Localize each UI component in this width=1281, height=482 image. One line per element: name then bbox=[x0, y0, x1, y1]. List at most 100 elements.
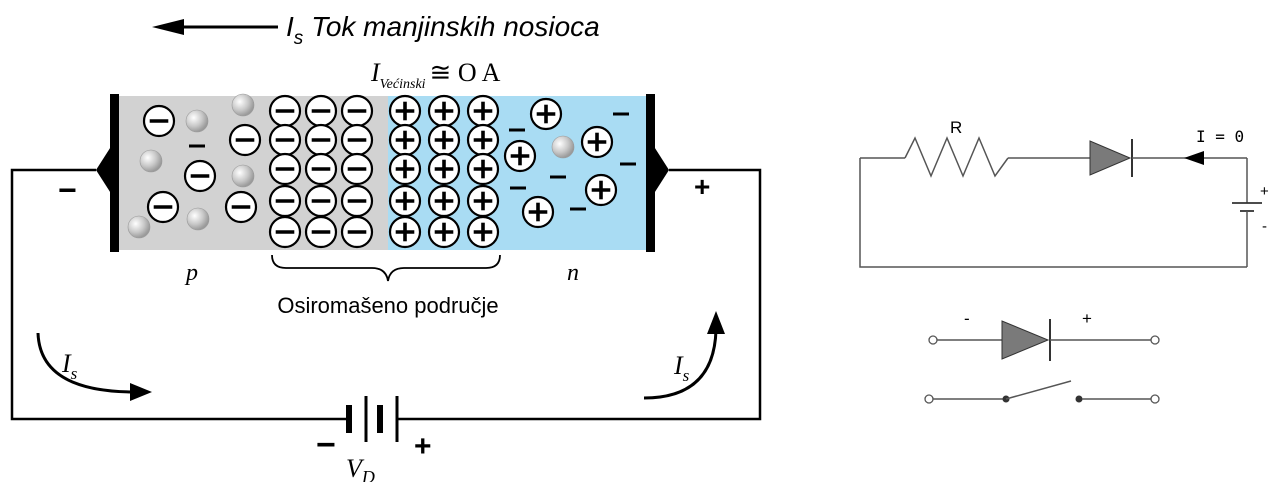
reverse-bias-circuit: R I = 0 + - - + bbox=[859, 118, 1269, 404]
battery-vd: − + VD bbox=[316, 396, 432, 482]
positive-ion bbox=[388, 94, 422, 128]
right-loop-label-text: Is bbox=[673, 351, 690, 385]
negative-ion bbox=[183, 159, 217, 193]
negative-ion bbox=[228, 123, 262, 157]
battery-label: VD bbox=[346, 454, 375, 482]
right-loop-arrowhead bbox=[707, 311, 725, 334]
negative-ion bbox=[224, 190, 258, 224]
switch-terminal-right bbox=[1150, 394, 1160, 404]
switch-blade bbox=[1005, 380, 1072, 400]
right-loop-current: Is bbox=[643, 311, 725, 400]
negative-ion bbox=[304, 215, 338, 249]
current-arrowhead bbox=[1184, 151, 1204, 165]
right-contact-plate bbox=[646, 94, 655, 252]
negative-ion bbox=[268, 184, 302, 218]
negative-ion bbox=[340, 123, 374, 157]
hole-carrier bbox=[139, 149, 163, 173]
symbol-terminal-right bbox=[1150, 335, 1160, 345]
battery-symbol: V bbox=[346, 454, 365, 482]
positive-ion bbox=[427, 152, 461, 186]
left-loop-current: Is bbox=[36, 332, 152, 401]
negative-ion bbox=[268, 94, 302, 128]
right-loop-arrow bbox=[643, 329, 718, 400]
symbol-terminal-left bbox=[928, 335, 938, 345]
positive-ion bbox=[466, 215, 500, 249]
circuit-battery-minus: - bbox=[1262, 218, 1267, 235]
left-contact-plate bbox=[110, 94, 119, 252]
circuit-diode-triangle bbox=[1089, 140, 1132, 176]
hole-carrier bbox=[231, 93, 255, 117]
left-terminal-sign: − bbox=[58, 172, 77, 208]
negative-ion bbox=[304, 123, 338, 157]
positive-ion bbox=[580, 125, 614, 159]
negative-ion bbox=[304, 184, 338, 218]
negative-ion bbox=[340, 215, 374, 249]
carrier-layer bbox=[127, 93, 636, 249]
left-loop-sub: s bbox=[71, 364, 78, 383]
positive-ion bbox=[466, 152, 500, 186]
resistor-r bbox=[904, 136, 1009, 178]
switch-contact bbox=[1075, 395, 1083, 403]
positive-ion bbox=[388, 152, 422, 186]
resistor-label: R bbox=[950, 118, 962, 137]
battery-gap bbox=[346, 396, 398, 442]
positive-ion bbox=[427, 215, 461, 249]
current-label: I = 0 bbox=[1196, 127, 1244, 146]
negative-ion bbox=[268, 123, 302, 157]
header-text: Tok manjinskih nosioca bbox=[311, 11, 599, 42]
positive-ion bbox=[584, 173, 618, 207]
symbol-diode-triangle bbox=[1001, 320, 1050, 360]
positive-ion bbox=[427, 123, 461, 157]
left-loop-arrow bbox=[36, 332, 136, 394]
p-region-label: p bbox=[184, 260, 198, 286]
hole-carrier bbox=[127, 215, 151, 239]
battery-plate-short-1 bbox=[346, 405, 352, 433]
left-contact-tab bbox=[96, 145, 112, 195]
positive-ion bbox=[388, 184, 422, 218]
circuit-wire bbox=[10, 168, 348, 421]
negative-ion bbox=[304, 152, 338, 186]
negative-ion bbox=[340, 152, 374, 186]
left-loop-label: Is bbox=[61, 349, 78, 383]
symbol-plus-sign: + bbox=[1082, 309, 1092, 328]
right-terminal-sign: + bbox=[694, 171, 710, 202]
positive-ion bbox=[466, 94, 500, 128]
positive-ion bbox=[503, 139, 537, 173]
positive-ion bbox=[466, 184, 500, 218]
positive-ion bbox=[521, 195, 555, 229]
symbol-minus-sign: - bbox=[964, 309, 970, 328]
positive-ion bbox=[427, 184, 461, 218]
negative-ion bbox=[146, 190, 180, 224]
negative-ion bbox=[340, 184, 374, 218]
right-contact-tab bbox=[653, 145, 669, 195]
positive-ion bbox=[388, 123, 422, 157]
battery-sub: D bbox=[361, 467, 375, 482]
circuit-battery-plus: + bbox=[1260, 183, 1269, 200]
positive-ion bbox=[427, 94, 461, 128]
left-loop-arrowhead bbox=[130, 383, 152, 401]
majority-current-symbol: I bbox=[370, 58, 381, 87]
hole-carrier bbox=[231, 164, 255, 188]
negative-ion bbox=[142, 104, 176, 138]
negative-ion bbox=[268, 215, 302, 249]
positive-ion bbox=[529, 97, 563, 131]
battery-plate-short-2 bbox=[377, 405, 383, 433]
negative-ion bbox=[304, 94, 338, 128]
right-loop-sub: s bbox=[683, 366, 690, 385]
bottom-wire bbox=[859, 158, 1247, 268]
circuit-wire-right bbox=[397, 168, 762, 421]
battery-plus-sign: + bbox=[414, 430, 432, 463]
hole-carrier bbox=[551, 135, 575, 159]
negative-ion bbox=[268, 152, 302, 186]
negative-ion bbox=[340, 94, 374, 128]
battery-minus-sign: − bbox=[316, 426, 336, 464]
majority-current-formula: IVećinski ≅ O A bbox=[370, 58, 501, 92]
switch-terminal-left bbox=[924, 394, 934, 404]
majority-current-sub: Većinski bbox=[380, 77, 426, 92]
majority-current-value: ≅ O A bbox=[430, 58, 501, 87]
n-region-label: n bbox=[567, 260, 579, 286]
